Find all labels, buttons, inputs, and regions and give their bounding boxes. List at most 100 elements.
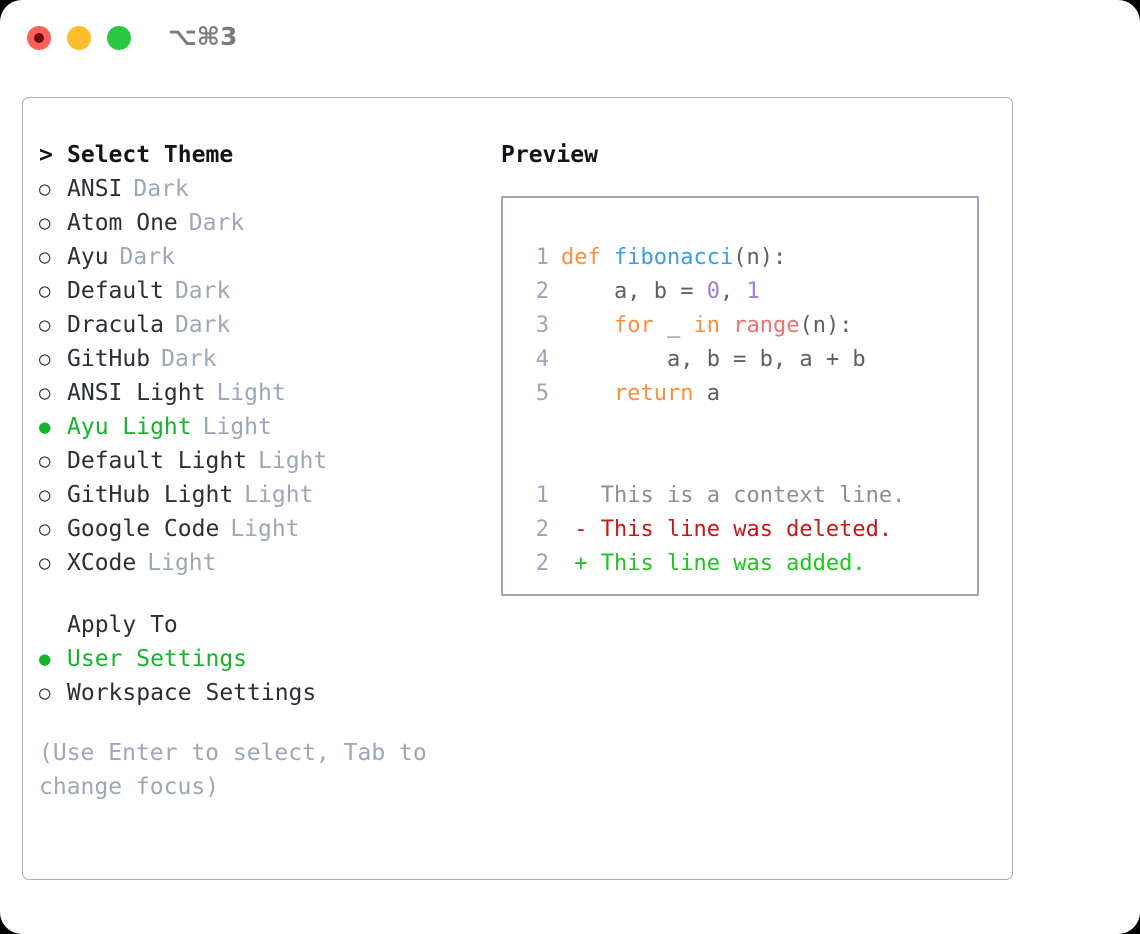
theme-option-label: Atom One bbox=[67, 210, 178, 236]
apply-to-option-workspace-settings[interactable]: ○Workspace Settings bbox=[39, 676, 479, 710]
caret-icon: > bbox=[39, 142, 53, 168]
spacer bbox=[503, 410, 977, 444]
close-icon bbox=[34, 33, 44, 43]
theme-option-label: Google Code bbox=[67, 516, 220, 542]
code-line-content: a, b = b, a + b bbox=[561, 347, 866, 372]
code-line-content: a, b = 0, 1 bbox=[561, 279, 760, 304]
code-token-txt: a bbox=[693, 380, 720, 406]
radio-unselected-icon: ○ bbox=[39, 177, 51, 200]
code-token-txt: , bbox=[719, 278, 747, 304]
theme-option-label: GitHub Light bbox=[67, 482, 234, 508]
code-line: 4 a, b = b, a + b bbox=[503, 342, 977, 376]
theme-option-default[interactable]: ○ Default Dark bbox=[39, 274, 479, 308]
apply-to-list: ● User Settings ○Workspace Settings bbox=[39, 642, 479, 710]
code-token-kw: return bbox=[613, 380, 694, 406]
radio-unselected-icon: ○ bbox=[39, 551, 51, 574]
minimize-button[interactable] bbox=[67, 26, 91, 50]
theme-option-kind-badge: Dark bbox=[188, 210, 245, 236]
code-token-txt: _ bbox=[653, 312, 694, 338]
theme-option-label: Ayu bbox=[67, 244, 109, 270]
code-token-fn: fibonacci bbox=[614, 244, 734, 270]
code-token-txt bbox=[561, 313, 614, 338]
theme-option-kind-badge: Dark bbox=[174, 278, 231, 304]
code-line: 2 a, b = 0, 1 bbox=[503, 274, 977, 308]
hint-text: (Use Enter to select, Tab to change focu… bbox=[39, 740, 441, 800]
code-line: 1 def fibonacci(n): bbox=[503, 240, 977, 274]
apply-to-heading-label: Apply To bbox=[67, 612, 178, 638]
theme-option-kind-badge: Dark bbox=[161, 346, 217, 372]
theme-option-kind-badge: Dark bbox=[119, 244, 175, 270]
radio-unselected-icon: ○ bbox=[39, 279, 51, 302]
code-token-kw: in bbox=[693, 312, 720, 338]
diff-line-content-ctx: This is a context line. bbox=[561, 482, 906, 508]
line-number: 2 bbox=[535, 278, 549, 304]
line-number: 2 bbox=[535, 550, 549, 576]
theme-option-kind-badge: Light bbox=[258, 448, 328, 474]
code-line-content: def fibonacci(n): bbox=[561, 245, 786, 270]
radio-unselected-icon: ○ bbox=[39, 517, 51, 540]
diff-marker: - bbox=[561, 516, 601, 542]
code-line: 3 for _ in range(n): bbox=[503, 308, 977, 342]
apply-to-heading: Apply To bbox=[39, 608, 479, 642]
preview-title: Preview bbox=[501, 142, 598, 168]
code-token-txt: a, b = bbox=[561, 278, 707, 304]
diff-line-text: This is a context line. bbox=[600, 482, 906, 508]
title-bar: ⌥⌘3 bbox=[0, 0, 1140, 78]
radio-unselected-icon: ○ bbox=[39, 211, 51, 234]
radio-unselected-icon: ○ bbox=[39, 313, 51, 336]
code-token-num: 1 bbox=[746, 278, 760, 304]
code-token-txt bbox=[601, 245, 614, 270]
theme-option-github[interactable]: ○ GitHub Dark bbox=[39, 342, 479, 376]
apply-to-option-user-settings[interactable]: ● User Settings bbox=[39, 642, 479, 676]
line-number: 2 bbox=[535, 516, 549, 542]
diff-line-text: This line was deleted. bbox=[600, 516, 893, 542]
theme-option-label: Default bbox=[67, 278, 164, 304]
theme-option-label: Ayu Light bbox=[67, 414, 192, 440]
code-token-txt: a, b = b, a + b bbox=[561, 346, 866, 372]
diff-sample: 1 This is a context line.2 - This line w… bbox=[503, 478, 977, 580]
diff-marker bbox=[561, 483, 601, 508]
maximize-button[interactable] bbox=[107, 26, 131, 50]
apply-to-option-label: User Settings bbox=[67, 646, 248, 672]
code-token-bi: range bbox=[733, 312, 800, 338]
code-token-txt: (n): bbox=[799, 312, 853, 338]
theme-option-ayu-light[interactable]: ● Ayu Light Light bbox=[39, 410, 479, 444]
radio-selected-icon: ● bbox=[39, 415, 51, 438]
theme-option-kind-badge: Light bbox=[202, 414, 272, 440]
code-token-txt bbox=[720, 313, 733, 338]
line-number: 1 bbox=[535, 244, 549, 270]
theme-option-label: ANSI bbox=[67, 176, 123, 202]
theme-option-kind-badge: Light bbox=[244, 482, 314, 508]
theme-option-label: ANSI Light bbox=[67, 380, 206, 406]
code-token-kw: for bbox=[613, 312, 654, 338]
radio-unselected-icon: ○ bbox=[39, 449, 51, 472]
diff-line: 1 This is a context line. bbox=[503, 478, 977, 512]
code-token-kw: def bbox=[561, 244, 601, 270]
theme-option-label: GitHub bbox=[67, 346, 151, 372]
radio-unselected-icon: ○ bbox=[39, 381, 51, 404]
select-theme-heading-label: Select Theme bbox=[67, 142, 234, 168]
diff-line: 2 - This line was deleted. bbox=[503, 512, 977, 546]
theme-option-atom-one[interactable]: ○ Atom One Dark bbox=[39, 206, 479, 240]
code-line-content: return a bbox=[561, 381, 720, 406]
radio-selected-icon: ● bbox=[39, 647, 51, 670]
code-token-txt: (n): bbox=[733, 244, 787, 270]
apply-to-option-label: Workspace Settings bbox=[67, 680, 317, 706]
theme-option-kind-badge: Light bbox=[147, 550, 217, 576]
line-number: 4 bbox=[535, 346, 549, 372]
radio-unselected-icon: ○ bbox=[39, 347, 51, 370]
code-token-num: 0 bbox=[706, 278, 720, 304]
